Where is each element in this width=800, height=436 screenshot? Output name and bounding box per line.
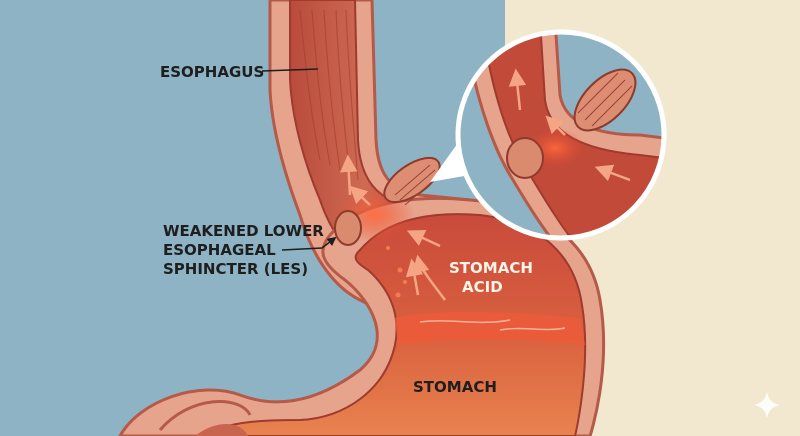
label-les-line3: SPHINCTER (LES) xyxy=(163,260,308,278)
stomach-lower-fold-inner xyxy=(195,424,248,436)
stomach-lower-fold xyxy=(158,400,252,431)
sparkle-icon xyxy=(754,392,780,418)
acid-droplets xyxy=(386,246,407,298)
label-les-line2: ESOPHAGEAL xyxy=(163,241,276,259)
label-stomach-acid-line2: ACID xyxy=(462,278,503,296)
les-muscle xyxy=(334,156,441,246)
esophagus-leader-line xyxy=(261,68,319,72)
label-stomach-acid-line1: STOMACH xyxy=(449,259,533,277)
label-stomach: STOMACH xyxy=(413,378,497,396)
label-esophagus: ESOPHAGUS xyxy=(160,63,264,81)
magnified-inset xyxy=(430,29,667,241)
acid-surface-lines xyxy=(419,319,566,331)
label-les-line1: WEAKENED LOWER xyxy=(163,222,324,240)
reflux-arrows xyxy=(340,154,446,301)
acid-pool xyxy=(395,311,585,345)
les-leader-line xyxy=(281,236,337,251)
